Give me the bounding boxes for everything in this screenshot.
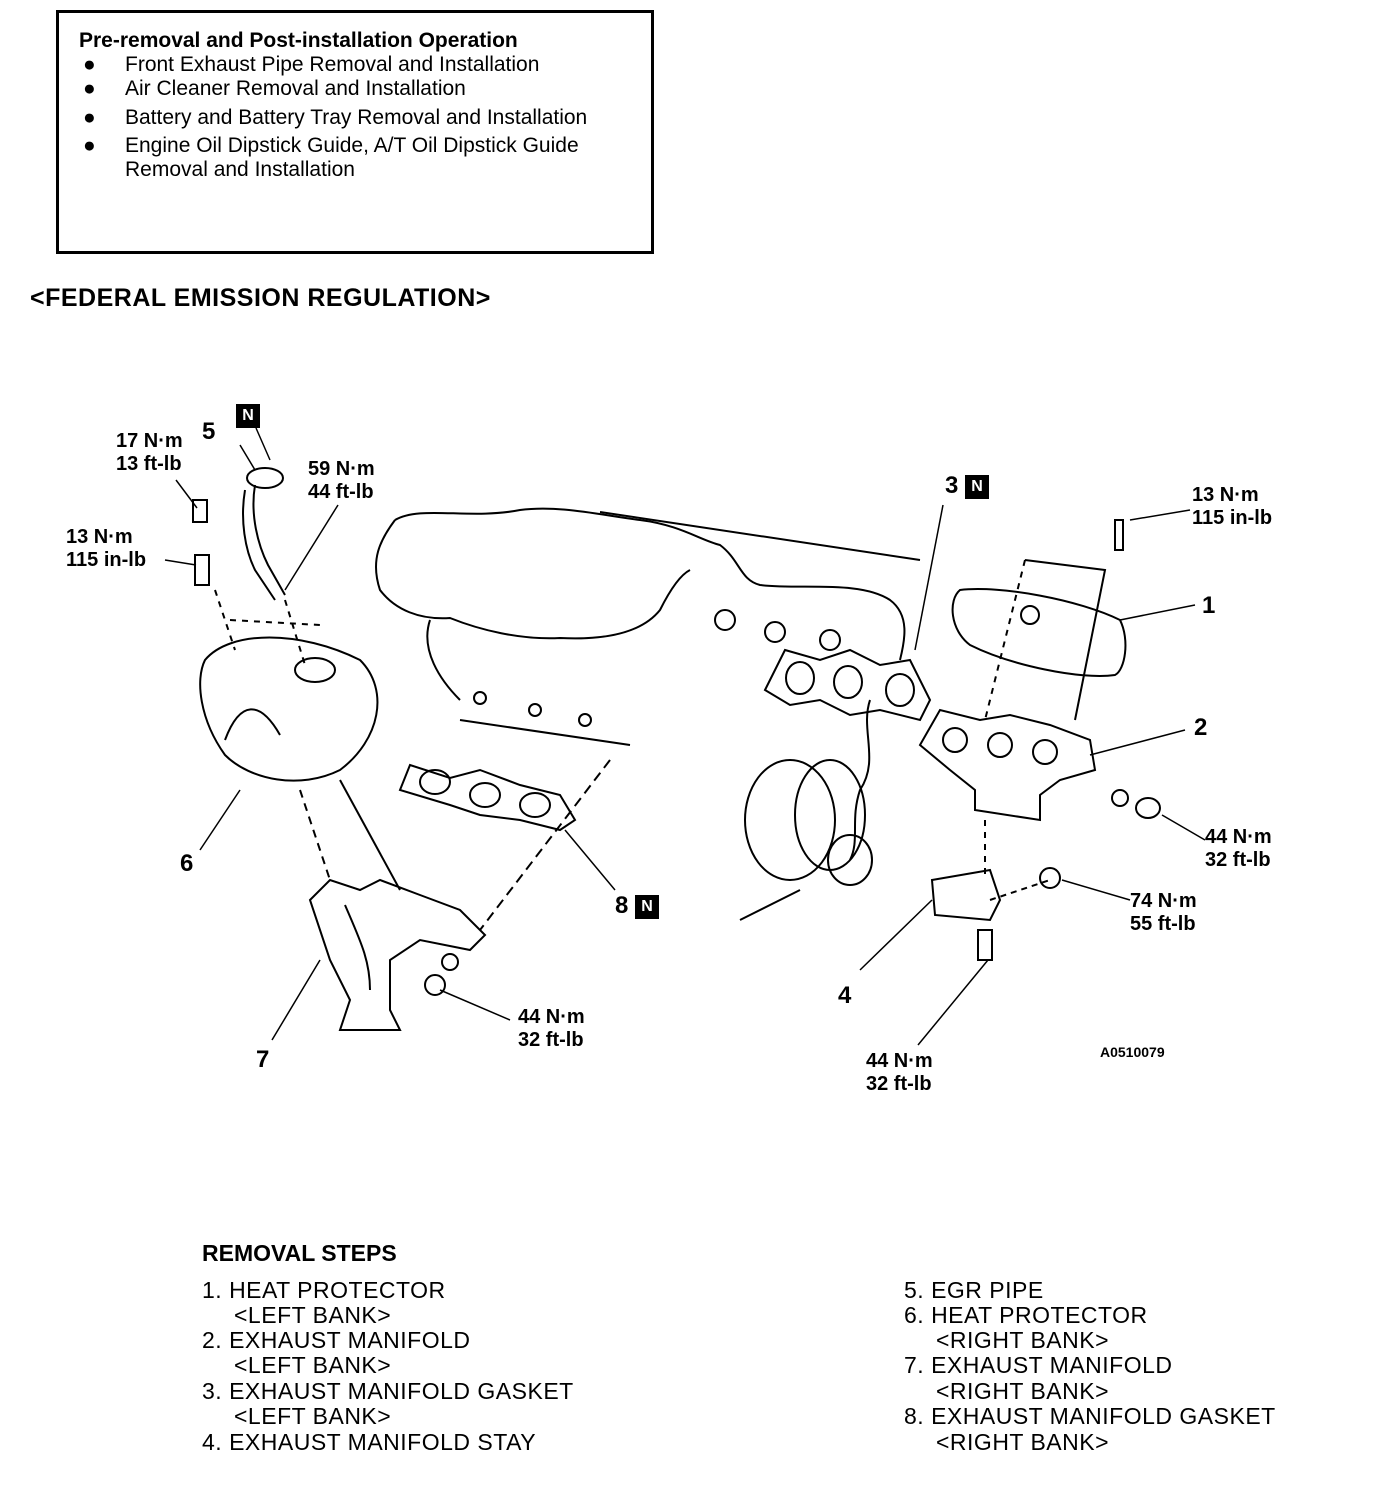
bullet-icon: ● <box>83 134 96 157</box>
figure-code: A0510079 <box>1100 1044 1165 1060</box>
intake-manifold-outline <box>375 507 921 861</box>
step-item: 3. EXHAUST MANIFOLD GASKET <box>202 1378 574 1404</box>
egr-pipe <box>192 467 306 666</box>
pre-removal-title: Pre-removal and Post-installation Operat… <box>79 29 518 52</box>
callout-5: 5 <box>202 418 216 445</box>
pulley-component <box>739 759 873 921</box>
step-item: 6. HEAT PROTECTOR <box>904 1302 1148 1328</box>
step-item: <RIGHT BANK> <box>936 1378 1110 1404</box>
step-item: <LEFT BANK> <box>234 1403 392 1429</box>
step-item: <RIGHT BANK> <box>936 1429 1110 1455</box>
left-bank-gasket <box>763 648 932 722</box>
callout-3: 3 N <box>945 472 990 500</box>
right-bank-heat-protector <box>199 619 379 782</box>
pre-removal-box: Pre-removal and Post-installation Operat… <box>56 10 654 254</box>
new-part-mark: N <box>236 404 260 428</box>
callout-2: 2 <box>1194 714 1208 741</box>
callout-1: 1 <box>1202 592 1216 619</box>
step-item: 8. EXHAUST MANIFOLD GASKET <box>904 1403 1276 1429</box>
left-bank-heat-protector <box>951 519 1127 721</box>
step-item: 1. HEAT PROTECTOR <box>202 1277 446 1303</box>
callout-6: 6 <box>180 850 194 877</box>
leader-lines <box>164 427 1206 1046</box>
left-bank-exhaust-manifold <box>918 708 1161 822</box>
right-bank-exhaust-manifold <box>299 779 487 1031</box>
right-bank-gasket <box>398 691 631 931</box>
exhaust-manifold-stay <box>930 820 1061 961</box>
step-item: <RIGHT BANK> <box>936 1327 1110 1353</box>
step-item: <LEFT BANK> <box>234 1302 392 1328</box>
step-item: 7. EXHAUST MANIFOLD <box>904 1352 1173 1378</box>
section-heading: <FEDERAL EMISSION REGULATION> <box>30 284 491 312</box>
callout-7: 7 <box>256 1046 270 1073</box>
step-item: <LEFT BANK> <box>234 1352 392 1378</box>
callout-4: 4 <box>838 982 852 1009</box>
step-item: 5. EGR PIPE <box>904 1277 1044 1303</box>
removal-steps-title: REMOVAL STEPS <box>202 1240 397 1266</box>
bullet-icon: ● <box>83 77 96 100</box>
bullet-icon: ● <box>83 53 96 76</box>
bullet-icon: ● <box>83 106 96 129</box>
step-item: 2. EXHAUST MANIFOLD <box>202 1327 471 1353</box>
step-item: 4. EXHAUST MANIFOLD STAY <box>202 1429 537 1455</box>
callout-8: 8 N <box>615 892 660 920</box>
